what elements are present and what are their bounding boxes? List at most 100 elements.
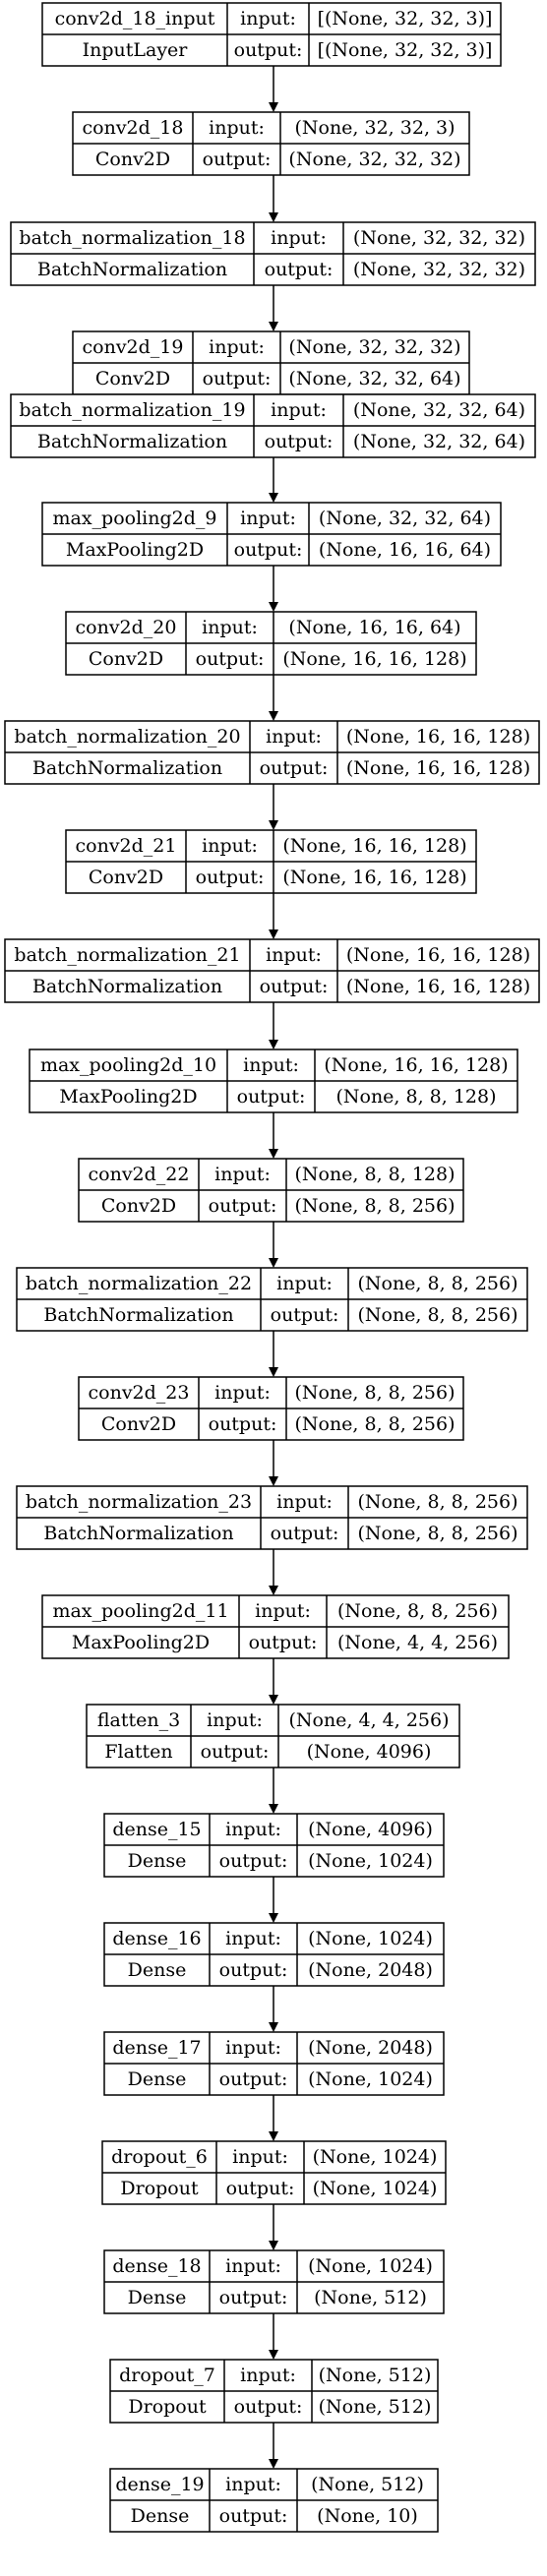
input-shape: (None, 16, 16, 128) (346, 944, 530, 966)
layer-type: Conv2D (101, 1195, 176, 1217)
layer-name: batch_normalization_18 (19, 227, 245, 249)
arrowhead-icon (269, 1149, 278, 1159)
input-shape: (None, 1024) (313, 2146, 438, 2168)
edge-arrow (269, 1112, 278, 1159)
layer-type: Conv2D (95, 149, 170, 170)
input-label: input: (276, 1273, 333, 1294)
input-shape: (None, 32, 32, 64) (353, 399, 525, 421)
layer-name: max_pooling2d_9 (53, 508, 217, 529)
layer-name: max_pooling2d_10 (40, 1054, 216, 1076)
layer-name: batch_normalization_20 (14, 726, 240, 748)
input-label: input: (240, 508, 296, 529)
arrowhead-icon (269, 1040, 278, 1049)
layer-name: conv2d_22 (89, 1164, 190, 1185)
edge-arrow (269, 1002, 278, 1049)
input-shape: (None, 512) (319, 2365, 432, 2386)
arrowhead-icon (269, 602, 278, 612)
arrowhead-icon (269, 102, 278, 112)
input-shape: (None, 8, 8, 128) (294, 1164, 455, 1185)
arrowhead-icon (269, 929, 278, 939)
layer-type: Flatten (104, 1741, 172, 1763)
output-shape: [(None, 32, 32, 3)] (318, 39, 493, 61)
input-label: input: (209, 117, 265, 139)
layer-name: dense_19 (115, 2474, 204, 2495)
input-label: input: (240, 8, 296, 30)
arrowhead-icon (269, 2131, 278, 2141)
layer-type: BatchNormalization (37, 431, 227, 452)
layer-name: dense_18 (112, 2255, 201, 2277)
layer-name: max_pooling2d_11 (52, 1600, 228, 1622)
output-label: output: (196, 867, 265, 888)
output-label: output: (260, 757, 329, 779)
edge-arrow (269, 66, 278, 112)
edge-arrow (269, 1986, 278, 2032)
layer-name: batch_normalization_23 (26, 1491, 252, 1513)
edge-arrow (269, 285, 278, 331)
arrowhead-icon (269, 711, 278, 721)
input-label: input: (202, 835, 258, 857)
output-label: output: (234, 539, 303, 561)
arrowhead-icon (269, 2350, 278, 2360)
layer-name: conv2d_20 (76, 617, 177, 638)
output-label: output: (219, 1850, 288, 1872)
layer-name: dense_16 (112, 1928, 201, 1949)
input-label: input: (255, 1600, 311, 1622)
output-label: output: (260, 976, 329, 997)
layer-name: conv2d_18_input (55, 8, 215, 30)
layer-type: BatchNormalization (43, 1304, 233, 1326)
layer-type: BatchNormalization (37, 259, 227, 280)
layer-name: dense_15 (112, 1819, 201, 1840)
edge-arrow (269, 2313, 278, 2360)
output-shape: (None, 4096) (307, 1741, 432, 1763)
edge-arrow (269, 784, 278, 830)
output-label: output: (249, 1632, 318, 1653)
input-label: input: (225, 2037, 281, 2059)
output-label: output: (219, 2068, 288, 2090)
output-shape: (None, 512) (319, 2396, 432, 2418)
output-label: output: (226, 2178, 295, 2199)
output-shape: (None, 2048) (308, 1959, 433, 1981)
layer-type: InputLayer (83, 39, 189, 61)
output-label: output: (219, 1959, 288, 1981)
layer-type: MaxPooling2D (66, 539, 204, 561)
layer-type: Conv2D (101, 1413, 176, 1435)
layer-name: conv2d_21 (76, 835, 177, 857)
layer-name: batch_normalization_19 (19, 399, 245, 421)
layer-name: dense_17 (112, 2037, 201, 2059)
input-label: input: (214, 1164, 271, 1185)
output-label: output: (201, 1741, 270, 1763)
arrowhead-icon (269, 212, 278, 222)
output-shape: (None, 16, 16, 128) (346, 757, 530, 779)
layer-node: batch_normalization_22BatchNormalization… (16, 1267, 528, 1332)
layer-name: flatten_3 (97, 1709, 180, 1731)
input-shape: (None, 2048) (308, 2037, 433, 2059)
output-label: output: (219, 2505, 288, 2527)
edge-arrow (269, 893, 278, 939)
input-shape: (None, 8, 8, 256) (357, 1273, 517, 1294)
output-shape: (None, 1024) (308, 1850, 433, 1872)
input-shape: (None, 8, 8, 256) (337, 1600, 498, 1622)
arrowhead-icon (269, 2459, 278, 2469)
output-shape: (None, 4, 4, 256) (337, 1632, 498, 1653)
output-shape: (None, 32, 32, 64) (353, 431, 525, 452)
layer-type: Conv2D (89, 648, 163, 670)
edge-arrow (269, 1658, 278, 1705)
input-shape: (None, 4, 4, 256) (288, 1709, 449, 1731)
edge-arrow (269, 2423, 278, 2469)
output-label: output: (209, 1195, 277, 1217)
output-shape: (None, 8, 8, 256) (294, 1413, 455, 1435)
input-shape: (None, 16, 16, 128) (282, 835, 466, 857)
layer-name: dropout_7 (119, 2365, 215, 2386)
layer-type: Dropout (120, 2178, 199, 2199)
arrowhead-icon (269, 820, 278, 830)
